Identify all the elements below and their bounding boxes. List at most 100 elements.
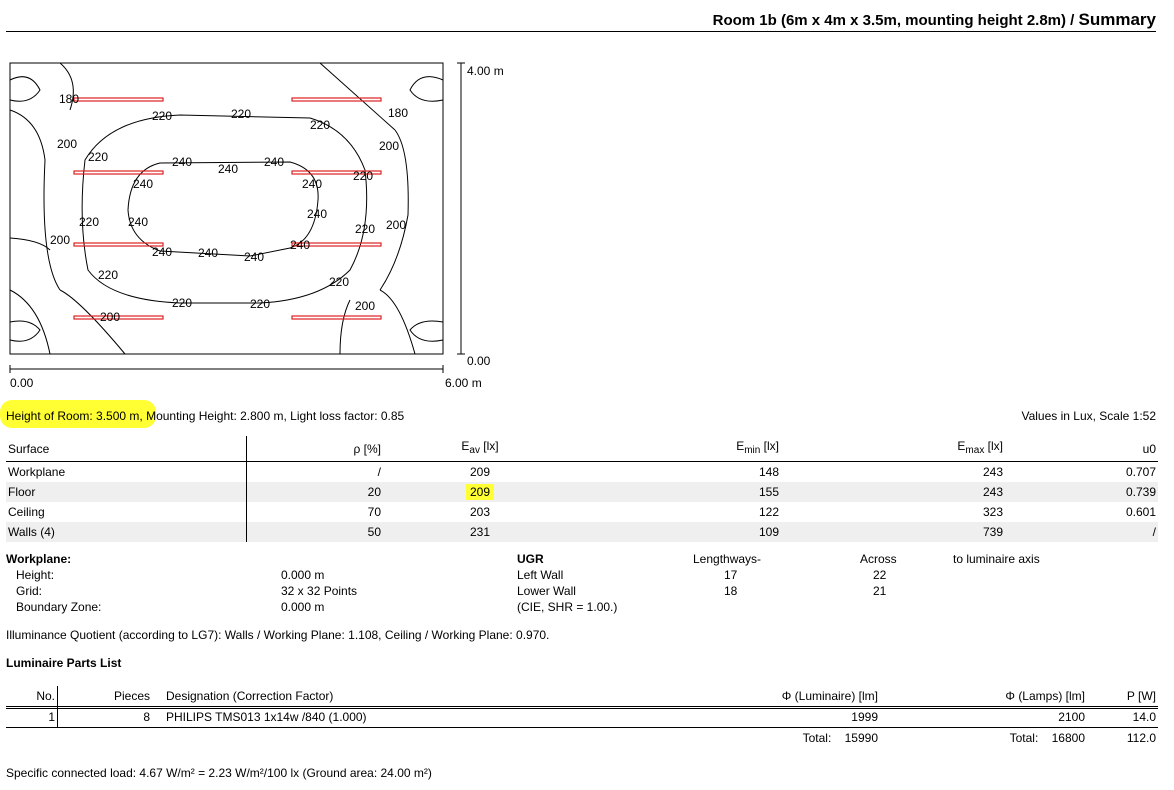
col-u0: u0 — [1005, 436, 1158, 462]
contour-label: 200 — [50, 233, 70, 247]
contour-label: 240 — [307, 207, 327, 221]
luminaire — [73, 170, 164, 175]
contour-label: 220 — [88, 150, 108, 164]
y-top-label: 4.00 m — [467, 64, 504, 78]
contour-label: 220 — [172, 296, 192, 310]
col-emin: Emin [lx] — [577, 436, 781, 462]
total-lum: 15990 — [844, 731, 878, 745]
workplane-title: Workplane: — [6, 552, 72, 566]
room-info: Height of Room: 3.500 m, Mounting Height… — [6, 409, 404, 423]
room-outline — [9, 62, 444, 355]
col-no: No. — [6, 686, 58, 707]
ugr-lower-wall: Lower Wall — [517, 584, 576, 598]
parts-table: No. Pieces Designation (Correction Facto… — [6, 686, 1158, 748]
contour-label: 220 — [250, 297, 270, 311]
col-eav: Eav [lx] — [383, 436, 577, 462]
luminaire — [291, 170, 382, 175]
ugr-left-wall: Left Wall — [517, 568, 564, 582]
ugr-lower-acr: 21 — [873, 584, 887, 598]
contour-label: 220 — [329, 275, 349, 289]
col-lamps: Φ (Lamps) [lm] — [880, 686, 1087, 707]
contour-label: 240 — [152, 245, 172, 259]
luminaires — [73, 97, 382, 320]
col-power: P [W] — [1087, 686, 1158, 707]
contour-label: 220 — [231, 107, 251, 121]
parts-title: Luminaire Parts List — [6, 656, 122, 670]
room-info-rest: Mounting Height: 2.800 m, Light loss fac… — [142, 409, 405, 423]
contour-label: 220 — [355, 222, 375, 236]
col-pieces: Pieces — [57, 686, 152, 707]
contour-label: 220 — [79, 215, 99, 229]
contour-label: 240 — [172, 155, 192, 169]
contour-label: 180 — [388, 106, 408, 120]
total-label: Total: — [1009, 731, 1039, 745]
table-row: Walls (4) 50 231 109 739 / — [6, 522, 1158, 542]
ugr-cie: (CIE, SHR = 1.00.) — [517, 600, 618, 614]
highlighted-value: 209 — [465, 484, 495, 500]
contour-label: 200 — [386, 218, 406, 232]
ugr-left-acr: 22 — [873, 568, 887, 582]
title-text: Room 1b (6m x 4m x 3.5m, mounting height… — [712, 12, 1079, 29]
ugr-lower-len: 18 — [724, 584, 738, 598]
contour-label: 240 — [198, 246, 218, 260]
luminaire — [73, 242, 164, 247]
luminaire — [73, 315, 164, 320]
workplane-height: 0.000 m — [281, 568, 325, 582]
contour-label: 220 — [152, 109, 172, 123]
contour-label: 240 — [302, 177, 322, 191]
contour-label: 240 — [133, 177, 153, 191]
contour-label: 240 — [128, 215, 148, 229]
parts-row-divider — [6, 708, 1158, 709]
luminaire — [73, 97, 164, 102]
parts-header-row: No. Pieces Designation (Correction Facto… — [6, 686, 1158, 707]
x-left-label: 0.00 — [10, 376, 34, 390]
values-note: Values in Lux, Scale 1:52 — [1021, 409, 1156, 423]
total-label: Total: — [802, 731, 832, 745]
col-emax: Emax [lx] — [781, 436, 1005, 462]
workplane-grid-label: Grid: — [16, 584, 43, 598]
page-title: Room 1b (6m x 4m x 3.5m, mounting height… — [713, 10, 1156, 30]
ugr-axis: to luminaire axis — [953, 552, 1040, 566]
title-section: Summary — [1078, 10, 1156, 29]
ugr-lengthways: Lengthways- — [693, 552, 762, 566]
col-surface: Surface — [6, 436, 247, 462]
contour-label: 200 — [379, 139, 399, 153]
highlight-mark — [0, 400, 156, 428]
table-row: 1 8 PHILIPS TMS013 1x14w /840 (1.000) 19… — [6, 706, 1158, 728]
contour-label: 220 — [98, 268, 118, 282]
table-row: Workplane / 209 148 243 0.707 — [6, 461, 1158, 482]
workplane-grid: 32 x 32 Points — [281, 584, 358, 598]
luminaire — [291, 97, 382, 102]
workplane-boundary: 0.000 m — [281, 600, 325, 614]
surfaces-header-row: Surface ρ [%] Eav [lx] Emin [lx] Emax [l… — [6, 436, 1158, 462]
contour-label: 200 — [57, 137, 77, 151]
surfaces-table: Surface ρ [%] Eav [lx] Emin [lx] Emax [l… — [6, 436, 1158, 542]
ugr-title: UGR — [517, 552, 544, 566]
col-rho: ρ [%] — [246, 436, 383, 462]
contour-label: 220 — [310, 118, 330, 132]
contour-label: 240 — [290, 238, 310, 252]
table-row: Floor 20 209 155 243 0.739 — [6, 482, 1158, 502]
contour-label: 220 — [353, 169, 373, 183]
totals-row: Total: 15990 Total: 16800 112.0 — [6, 728, 1158, 749]
col-designation: Designation (Correction Factor) — [152, 686, 468, 707]
workplane-boundary-label: Boundary Zone: — [16, 600, 102, 614]
x-right-label: 6.00 m — [445, 376, 482, 390]
y-bottom-label: 0.00 — [467, 354, 491, 368]
col-lum: Φ (Luminaire) [lm] — [468, 686, 880, 707]
header-divider — [6, 31, 1156, 32]
contour-label: 240 — [218, 162, 238, 176]
workplane-height-label: Height: — [16, 568, 55, 582]
ugr-left-len: 17 — [724, 568, 738, 582]
room-height: Height of Room: 3.500 m, — [6, 409, 143, 423]
contour-label: 180 — [59, 92, 79, 106]
contour-label: 240 — [264, 155, 284, 169]
specific-load: Specific connected load: 4.67 W/m² = 2.2… — [6, 766, 432, 780]
ugr-across: Across — [860, 552, 897, 566]
luminaire — [291, 242, 382, 247]
contour-label: 240 — [244, 250, 264, 264]
isolux-plan: 180 220 220 220 180 200 220 200 240 240 … — [9, 62, 504, 390]
contour-label: 200 — [100, 310, 120, 324]
table-row: Ceiling 70 203 122 323 0.601 — [6, 502, 1158, 522]
contour-label: 200 — [355, 299, 375, 313]
